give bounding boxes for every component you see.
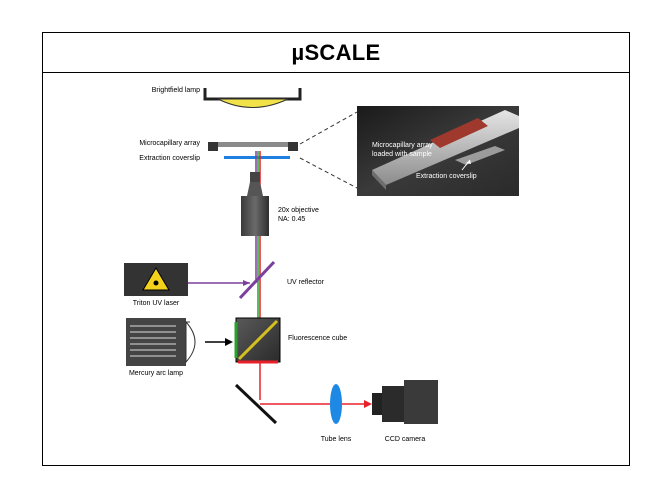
diagram-frame: µSCALE bbox=[42, 32, 630, 466]
triton-uv-laser-label: Triton UV laser bbox=[133, 300, 180, 307]
tube-lens-label: Tube lens bbox=[321, 436, 352, 443]
brightfield-lamp bbox=[203, 88, 302, 108]
ccd-camera bbox=[372, 380, 438, 424]
objective-label-line2: NA: 0.45 bbox=[278, 216, 305, 223]
photo-label-array-line2: loaded with sample bbox=[372, 151, 432, 158]
triton-uv-laser bbox=[124, 263, 188, 296]
mercury-arc-lamp bbox=[126, 318, 196, 366]
fold-mirror bbox=[234, 383, 278, 425]
objective-label-line1: 20x objective bbox=[278, 207, 319, 214]
laser-warning-icon bbox=[142, 267, 170, 291]
extraction-coverslip bbox=[224, 156, 290, 159]
photo-label-coverslip: Extraction coverslip bbox=[416, 173, 477, 180]
ccd-camera-label: CCD camera bbox=[385, 436, 426, 443]
zoom-line-bottom bbox=[299, 157, 358, 189]
lamp-bulb-icon bbox=[217, 98, 289, 108]
mercury-arc-lamp-label: Mercury arc lamp bbox=[129, 370, 183, 377]
zoom-line-top bbox=[299, 111, 358, 145]
extraction-coverslip-label: Extraction coverslip bbox=[139, 155, 200, 162]
brightfield-lamp-label: Brightfield lamp bbox=[152, 87, 200, 94]
objective-lens bbox=[241, 172, 269, 236]
tube-lens bbox=[330, 384, 342, 424]
uv-reflector-label: UV reflector bbox=[287, 279, 325, 286]
microcapillary-array-label: Microcapillary array bbox=[139, 140, 200, 147]
title-bar: µSCALE bbox=[43, 33, 629, 73]
uv-reflector bbox=[238, 260, 276, 300]
fluorescence-cube-label: Fluorescence cube bbox=[288, 335, 347, 342]
fluorescence-cube bbox=[234, 317, 281, 364]
microcapillary-array bbox=[208, 142, 298, 151]
photo-label-array-line1: Microcapillary array bbox=[372, 142, 433, 149]
device-photo bbox=[357, 106, 519, 196]
page-title: µSCALE bbox=[291, 39, 381, 65]
